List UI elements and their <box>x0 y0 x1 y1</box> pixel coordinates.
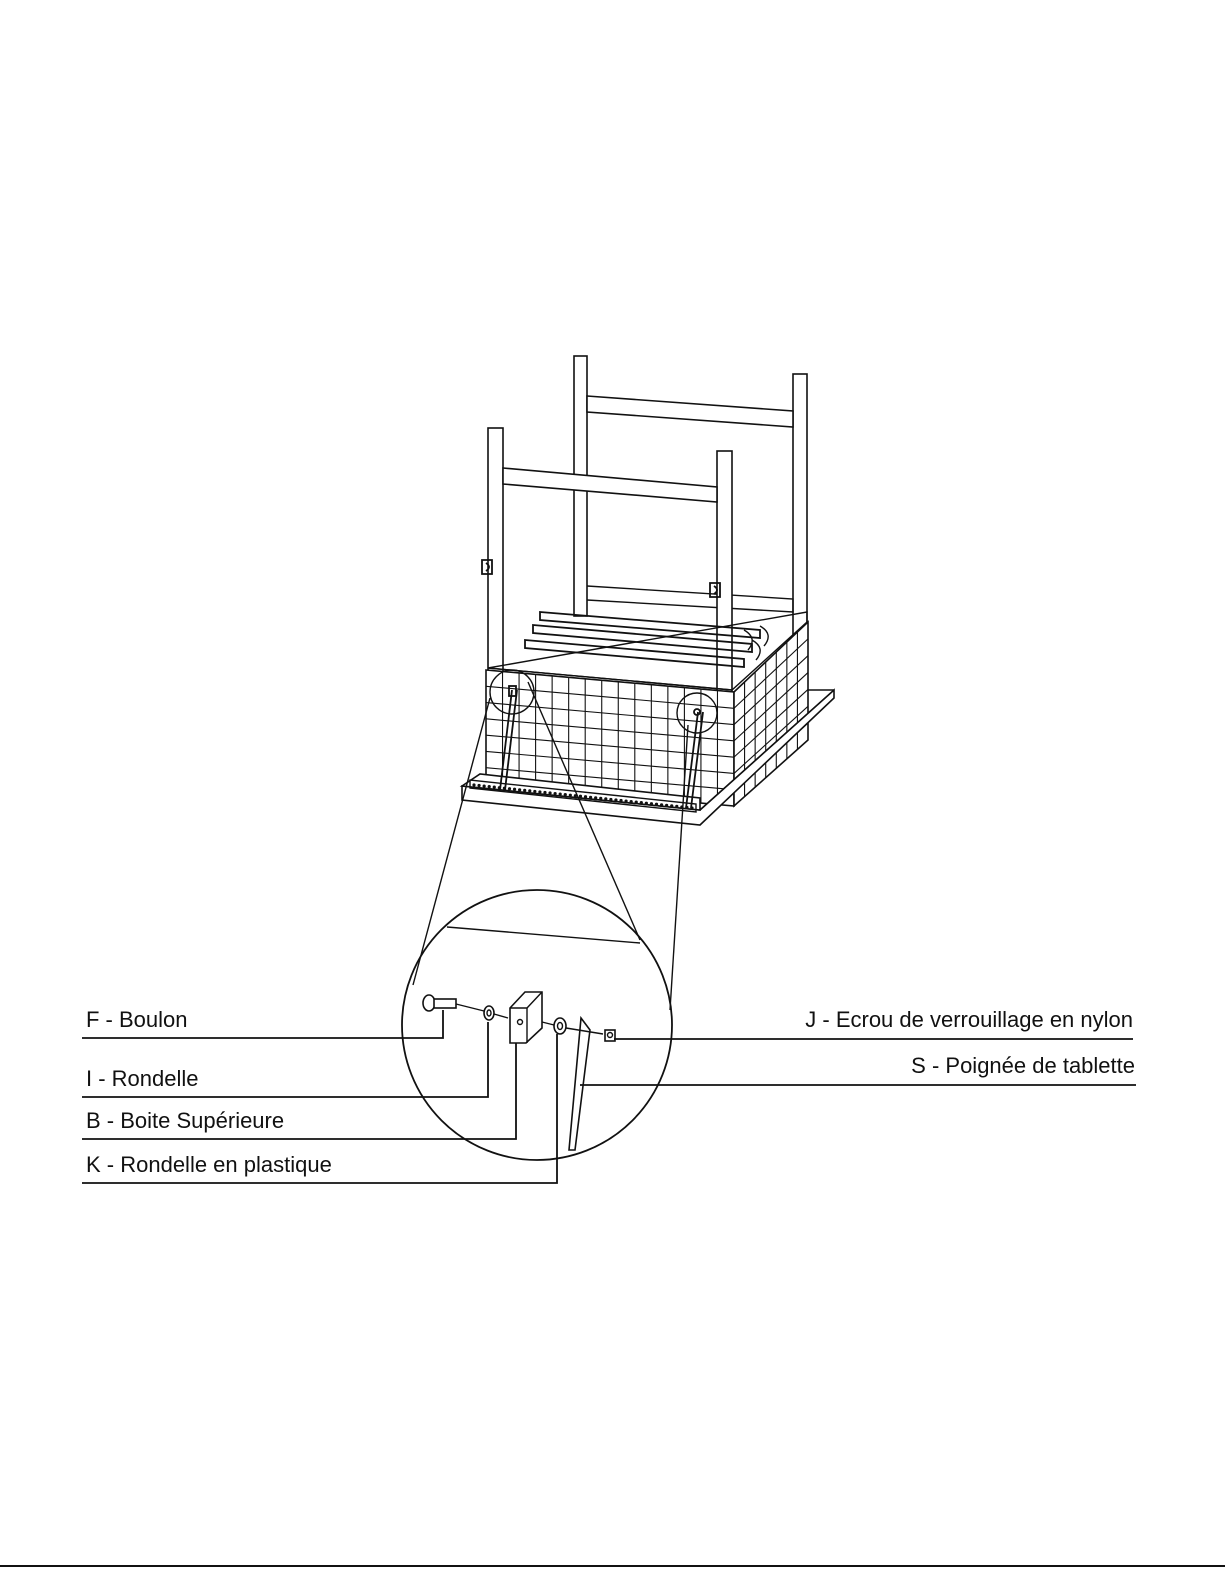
perforation-dot <box>630 800 633 803</box>
perforation-dot <box>543 791 546 794</box>
perforation-dot <box>523 789 526 792</box>
perforation-dot <box>675 805 678 808</box>
bolt-icon <box>423 995 458 1011</box>
perforation-dot <box>665 804 668 807</box>
perforation-dot <box>488 785 491 788</box>
perforation-dot <box>508 787 511 790</box>
leg-front-right <box>717 451 732 701</box>
perforation-dot <box>513 788 516 791</box>
label-shelf-handle: S - Poignée de tablette <box>911 1053 1135 1078</box>
perforation-dot <box>477 784 480 787</box>
label-bolt: F - Boulon <box>86 1007 188 1032</box>
perforation-dot <box>604 797 607 800</box>
perforation-dot <box>609 798 612 801</box>
perforation-dot <box>619 799 622 802</box>
top-box-bracket-icon <box>510 992 542 1043</box>
perforation-dot <box>645 802 648 805</box>
perforation-dot <box>483 784 486 787</box>
label-plastic-washer: K - Rondelle en plastique <box>86 1152 332 1177</box>
perforation-dot <box>518 788 521 791</box>
crossbar-front <box>503 468 717 502</box>
leg-back-right <box>793 374 807 636</box>
perforation-dot <box>564 793 567 796</box>
perforation-dot <box>635 801 638 804</box>
washer-icon <box>484 1006 494 1020</box>
crossbar-back <box>587 396 793 427</box>
perforation-dot <box>472 783 475 786</box>
perforation-dot <box>569 794 572 797</box>
perforation-dot <box>584 795 587 798</box>
perforation-dot <box>528 789 531 792</box>
perforation-dot <box>548 791 551 794</box>
perforation-dot <box>533 790 536 793</box>
label-washer: I - Rondelle <box>86 1066 199 1091</box>
perforation-dot <box>589 796 592 799</box>
perforation-dot <box>670 804 673 807</box>
perforation-dot <box>599 797 602 800</box>
plastic-washer-icon <box>554 1018 566 1034</box>
label-lock-nut: J - Ecrou de verrouillage en nylon <box>805 1007 1133 1032</box>
perforation-dot <box>594 796 597 799</box>
perforation-dot <box>579 795 582 798</box>
perforation-dot <box>640 801 643 804</box>
perforation-dot <box>655 803 658 806</box>
leg-front-left <box>488 428 503 678</box>
perforation-dot <box>554 792 557 795</box>
perforation-dot <box>650 802 653 805</box>
perforation-dot <box>614 798 617 801</box>
perforation-dot <box>559 792 562 795</box>
label-top-box: B - Boite Supérieure <box>86 1108 284 1133</box>
lock-nut-icon <box>605 1030 615 1041</box>
perforation-dot <box>493 786 496 789</box>
product-illustration <box>462 356 834 825</box>
perforation-dot <box>624 799 627 802</box>
perforation-dot <box>660 803 663 806</box>
perforation-dot <box>538 790 541 793</box>
